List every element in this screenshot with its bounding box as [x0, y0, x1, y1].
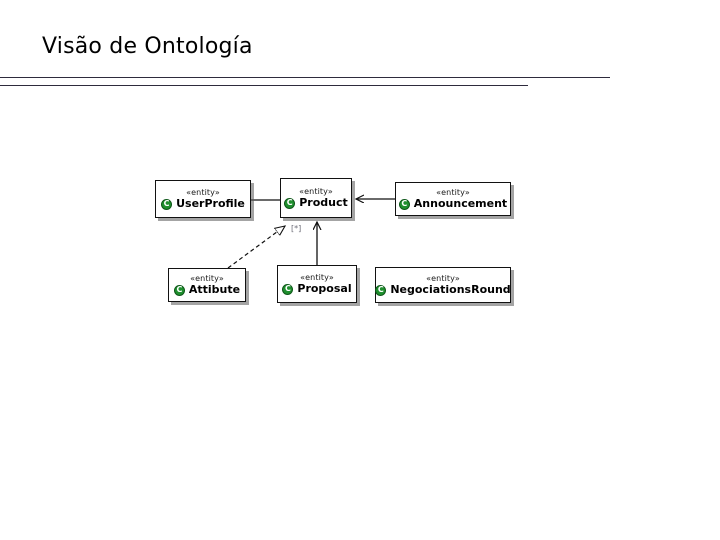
- stereotype-label: «entity»: [436, 188, 470, 197]
- class-name: Proposal: [297, 282, 352, 295]
- class-name-row: C Announcement: [398, 197, 508, 210]
- class-name: Product: [299, 196, 348, 209]
- stereotype-label: «entity»: [426, 274, 460, 283]
- class-entity-icon: C: [282, 283, 294, 295]
- class-entity-icon: C: [375, 284, 387, 296]
- edge-multiplicity-label: [*]: [291, 224, 302, 233]
- stereotype-label: «entity»: [186, 188, 220, 197]
- uml-class-announcement[interactable]: «entity» C Announcement: [395, 182, 511, 216]
- uml-class-proposal[interactable]: «entity» C Proposal: [277, 265, 357, 303]
- class-name-row: C UserProfile: [161, 198, 245, 210]
- class-entity-icon: C: [173, 284, 185, 296]
- stereotype-label: «entity»: [300, 273, 334, 282]
- class-name-row: C NegociationsRound: [375, 283, 511, 296]
- class-name: Attibute: [188, 283, 241, 296]
- header-rule-upper: [0, 77, 610, 78]
- class-name-row: C Product: [284, 197, 348, 209]
- stereotype-label: «entity»: [190, 274, 224, 283]
- uml-class-negociationsround[interactable]: «entity» C NegociationsRound: [375, 267, 511, 303]
- class-name-row: C Attibute: [173, 283, 241, 296]
- uml-class-product[interactable]: «entity» C Product: [280, 178, 352, 218]
- uml-class-userprofile[interactable]: «entity» C UserProfile: [155, 180, 251, 218]
- class-entity-icon: C: [398, 198, 410, 210]
- stereotype-label: «entity»: [299, 187, 333, 196]
- class-entity-icon: C: [284, 197, 296, 209]
- class-name-row: C Proposal: [282, 282, 352, 295]
- header-rule-lower: [0, 85, 528, 86]
- class-name: UserProfile: [176, 197, 245, 210]
- uml-class-attibute[interactable]: «entity» C Attibute: [168, 268, 246, 302]
- connector-attibute-product: [227, 226, 285, 269]
- class-entity-icon: C: [161, 198, 173, 210]
- class-name: NegociationsRound: [390, 283, 511, 296]
- class-name: Announcement: [413, 197, 508, 210]
- page-title: Visão de Ontología: [42, 34, 253, 59]
